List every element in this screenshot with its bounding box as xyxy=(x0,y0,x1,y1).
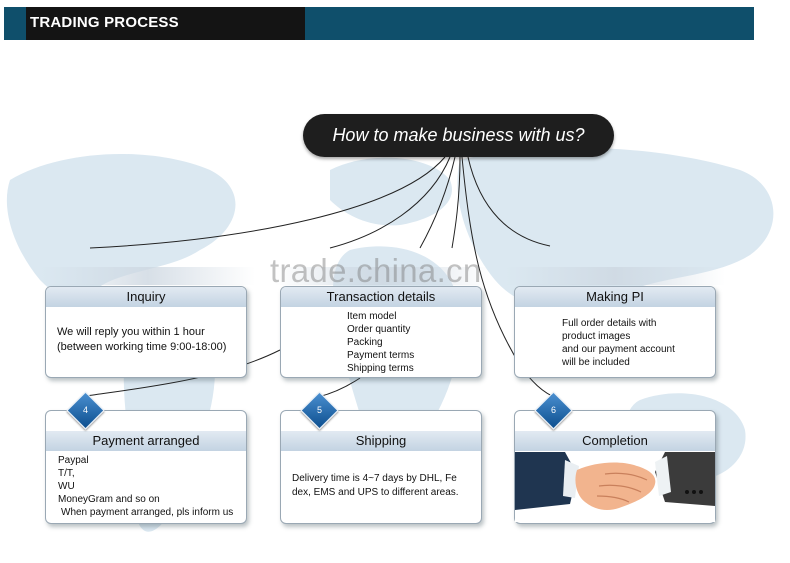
step-transaction-line: Packing xyxy=(347,337,383,348)
faded-band-right xyxy=(505,267,725,285)
step-making-pi-line: will be included xyxy=(562,357,630,368)
step-shipping-line: Delivery time is 4~7 days by DHL, Fe xyxy=(292,473,457,484)
step-6-number: 6 xyxy=(550,405,556,415)
step-completion-title: Completion xyxy=(515,431,715,451)
step-transaction-line: Order quantity xyxy=(347,324,411,335)
step-transaction-line: Payment terms xyxy=(347,350,415,361)
step-transaction-body: Item model Order quantity Packing Paymen… xyxy=(281,307,481,375)
step-inquiry-line: (between working time 9:00-18:00) xyxy=(57,341,227,353)
step-payment-line: T/T, xyxy=(58,468,75,479)
step-making-pi-line: Full order details with xyxy=(562,318,657,329)
step-transaction-line: Shipping terms xyxy=(347,363,414,374)
step-payment-box: Payment arranged Paypal T/T, WU MoneyGra… xyxy=(45,410,247,524)
step-inquiry-body: We will reply you within 1 hour (between… xyxy=(46,307,246,355)
header-accent-block xyxy=(4,7,26,40)
step-shipping-body: Delivery time is 4~7 days by DHL, Fe dex… xyxy=(281,451,481,500)
step-shipping-line: dex, EMS and UPS to different areas. xyxy=(292,487,459,498)
step-4-number: 4 xyxy=(82,405,88,415)
step-inquiry-box: Inquiry We will reply you within 1 hour … xyxy=(45,286,247,378)
step-making-pi-box: Making PI Full order details with produc… xyxy=(514,286,716,378)
header-band xyxy=(305,7,754,40)
step-inquiry-title: Inquiry xyxy=(46,287,246,307)
step-making-pi-title: Making PI xyxy=(515,287,715,307)
center-question-text: How to make business with us? xyxy=(332,125,585,145)
step-payment-body: Paypal T/T, WU MoneyGram and so on When … xyxy=(46,451,246,519)
step-making-pi-line: and our payment account xyxy=(562,344,675,355)
faded-band-left xyxy=(40,267,255,285)
handshake-image xyxy=(515,452,715,522)
watermark-text: trade.china.cn xyxy=(270,252,482,289)
step-payment-title: Payment arranged xyxy=(46,431,246,451)
step-payment-line: When payment arranged, pls inform us xyxy=(61,507,234,518)
step-shipping-box: Shipping Delivery time is 4~7 days by DH… xyxy=(280,410,482,524)
step-payment-line: WU xyxy=(58,481,75,492)
step-5-number: 5 xyxy=(316,405,322,415)
step-payment-line: MoneyGram and so on xyxy=(58,494,160,505)
step-inquiry-line: We will reply you within 1 hour xyxy=(57,326,205,338)
step-payment-line: Paypal xyxy=(58,455,89,466)
center-question-pill: How to make business with us? xyxy=(303,114,614,157)
step-making-pi-body: Full order details with product images a… xyxy=(515,307,715,369)
step-transaction-line: Item model xyxy=(347,311,397,322)
faded-band-middle xyxy=(275,267,490,285)
step-transaction-box: Transaction details Item model Order qua… xyxy=(280,286,482,378)
step-making-pi-line: product images xyxy=(562,331,631,342)
step-shipping-title: Shipping xyxy=(281,431,481,451)
page-title: TRADING PROCESS xyxy=(30,14,179,31)
header-title-bar xyxy=(26,7,305,40)
step-transaction-title: Transaction details xyxy=(281,287,481,307)
